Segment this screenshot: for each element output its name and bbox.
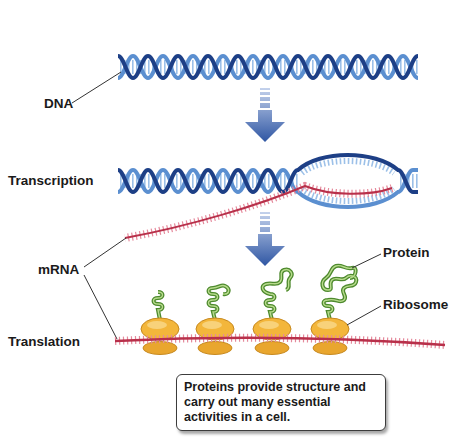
- process-arrow: [245, 246, 285, 266]
- process-arrow: [260, 216, 270, 219]
- process-arrow: [260, 221, 270, 225]
- leader-line: [347, 306, 381, 325]
- box-text: Proteins provide structure and carry out…: [184, 380, 378, 425]
- text-box: Proteins provide structure and carry out…: [176, 374, 386, 431]
- stage-label: Translation: [8, 334, 80, 350]
- process-arrow: [258, 234, 272, 247]
- dna-strand: [118, 56, 418, 78]
- ribosome-highlight: [317, 321, 337, 329]
- base-pair-rungs: [118, 60, 418, 74]
- process-arrow: [258, 110, 272, 123]
- ribosome-small-subunit: [255, 342, 289, 355]
- protein-chain: [322, 266, 356, 320]
- protein-chain: [209, 285, 229, 320]
- protein-chain: [154, 292, 163, 320]
- mrna-strand: [115, 338, 445, 345]
- base-pair-rungs: [118, 174, 298, 188]
- stage-label: Ribosome: [383, 297, 448, 313]
- mrna-strand: [125, 186, 392, 238]
- leader-line: [84, 275, 117, 339]
- ribosome-highlight: [147, 321, 167, 329]
- ribosome-highlight: [202, 321, 222, 329]
- process-arrow: [260, 103, 270, 108]
- leader-line: [84, 238, 126, 267]
- dna-strand: [118, 56, 418, 78]
- stage-label: Protein: [383, 245, 430, 261]
- process-arrow: [260, 97, 270, 101]
- process-arrow: [260, 212, 270, 214]
- protein-chain: [322, 266, 356, 320]
- protein-chain: [154, 292, 163, 320]
- stage-label: DNA: [44, 96, 73, 112]
- leader-line: [72, 72, 121, 103]
- protein-chain: [263, 270, 292, 320]
- stage-label: Transcription: [8, 173, 94, 189]
- base-pair-rungs: [302, 161, 394, 173]
- stage-label: mRNA: [38, 262, 79, 278]
- dna-strand: [118, 155, 418, 192]
- protein-chain: [263, 270, 292, 320]
- protein-chain: [209, 285, 229, 320]
- process-arrow: [260, 88, 270, 90]
- mrna-strand: [115, 338, 445, 345]
- process-arrow: [245, 122, 285, 142]
- leader-line: [352, 254, 381, 268]
- ribosome-small-subunit: [198, 342, 232, 355]
- process-arrow: [260, 92, 270, 95]
- ribosome-highlight: [259, 321, 279, 329]
- ribosome-small-subunit: [313, 342, 347, 355]
- mrna-strand: [125, 186, 392, 238]
- process-arrow: [260, 227, 270, 232]
